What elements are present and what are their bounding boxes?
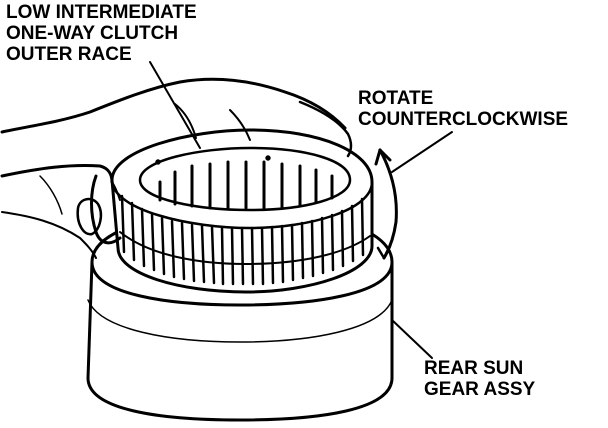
sun-gear-label-line-2: GEAR ASSY	[424, 379, 536, 400]
rotate-label-line-1: ROTATE	[358, 88, 434, 109]
leader-line-clutch-race	[149, 61, 201, 149]
sun-gear-label: REAR SUN GEAR ASSY	[424, 358, 535, 400]
clutch-race-label-line-1: LOW INTERMEDIATE	[6, 2, 197, 23]
rotate-label: ROTATE COUNTERCLOCKWISE	[358, 88, 568, 130]
hand-illustration	[0, 77, 353, 259]
clutch-outer-race	[110, 128, 374, 294]
leader-lines	[149, 61, 453, 359]
clutch-race-label-line-2: ONE-WAY CLUTCH	[6, 23, 179, 44]
rotation-arrow-icon	[374, 148, 398, 260]
clutch-race-label: LOW INTERMEDIATE ONE-WAY CLUTCH OUTER RA…	[6, 2, 197, 65]
leader-line-sun-gear	[391, 319, 433, 359]
leader-line-rotate	[391, 131, 453, 173]
rotate-label-line-2: COUNTERCLOCKWISE	[358, 109, 569, 130]
sun-gear-label-line-1: REAR SUN	[424, 358, 524, 379]
clutch-race-label-line-3: OUTER RACE	[6, 44, 132, 65]
